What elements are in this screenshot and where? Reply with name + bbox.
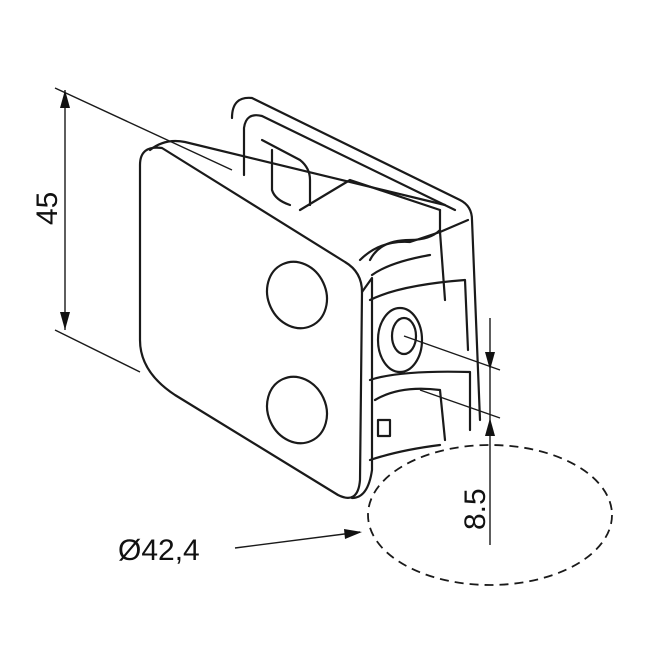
diameter-label: Ø42,4 <box>118 534 200 567</box>
screw-hole <box>376 306 424 374</box>
diameter-leader <box>234 529 362 549</box>
height-label: 45 <box>31 192 64 225</box>
mounting-hole-top <box>265 260 329 330</box>
mounting-hole-bottom <box>265 375 329 445</box>
clamp-front-face <box>138 139 447 500</box>
clamp-side-features <box>358 230 472 462</box>
pipe-outline <box>367 444 613 586</box>
height-dimension <box>54 87 233 373</box>
offset-label: 8.5 <box>459 488 492 530</box>
offset-dimension <box>403 318 501 545</box>
